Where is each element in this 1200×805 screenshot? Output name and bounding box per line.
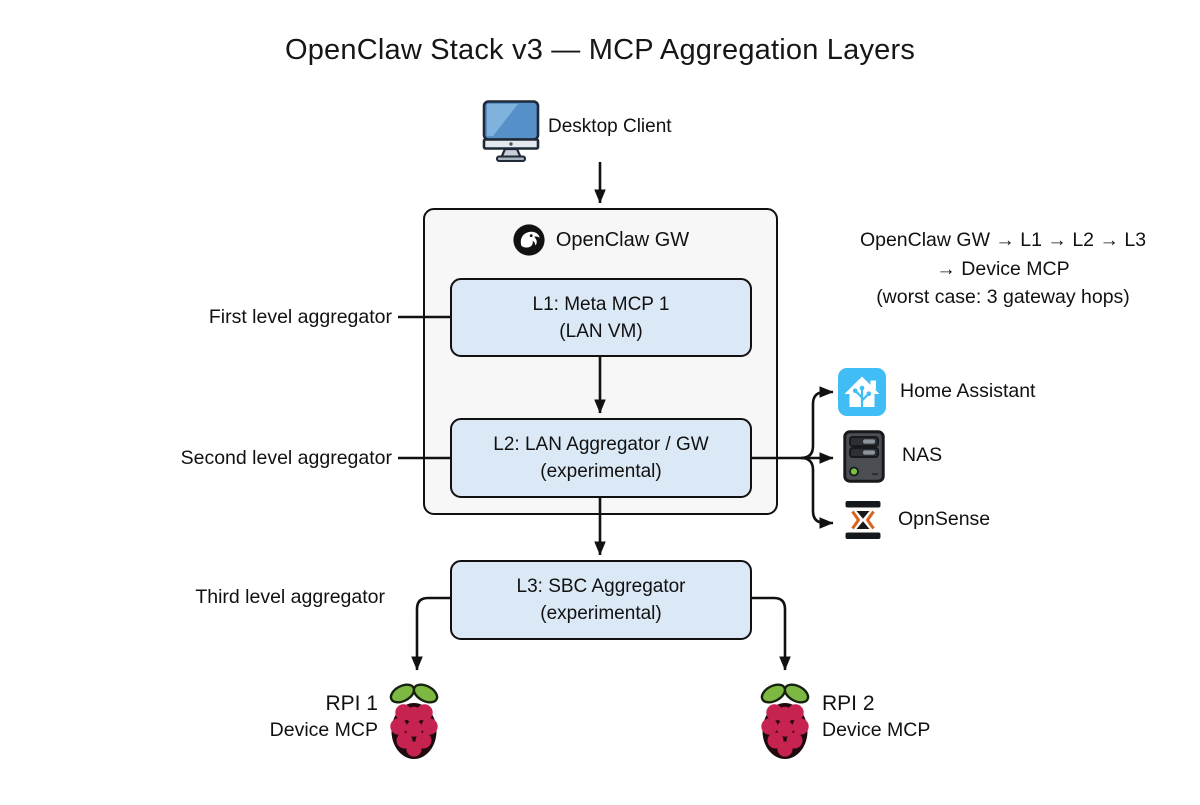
l3-line2: (experimental) xyxy=(540,603,662,624)
desktop-monitor-icon xyxy=(481,99,541,162)
first-level-aggregator-label: First level aggregator xyxy=(208,306,392,328)
hop-annotation-line2: → Device MCP xyxy=(936,257,1070,280)
rpi2-name: RPI 2 xyxy=(822,692,875,715)
hop-annotation: OpenClaw GW → L1 → L2 → L3 → Device MCP … xyxy=(826,226,1180,312)
rpi2-sub: Device MCP xyxy=(822,719,931,741)
l1-line1: L1: Meta MCP 1 xyxy=(532,293,670,315)
l2-line2: (experimental) xyxy=(540,461,662,482)
openclaw-gateway-header: OpenClaw GW xyxy=(423,222,778,258)
page-title: OpenClaw Stack v3 — MCP Aggregation Laye… xyxy=(284,34,916,66)
hop-annotation-line3: (worst case: 3 gateway hops) xyxy=(876,286,1130,308)
opnsense-label: OpnSense xyxy=(898,508,991,530)
desktop-client-label: Desktop Client xyxy=(548,116,672,137)
l3-line1: L3: SBC Aggregator xyxy=(516,576,686,597)
third-level-aggregator-label: Third level aggregator xyxy=(195,586,385,608)
openclaw-gateway-label: OpenClaw GW xyxy=(555,228,690,251)
raspberry-pi-icon xyxy=(756,681,814,761)
l1-line2: (LAN VM) xyxy=(559,320,643,342)
rpi2-text: RPI 2 Device MCP xyxy=(822,690,930,744)
l2-line1: L2: LAN Aggregator / GW xyxy=(493,434,709,455)
raspberry-pi-icon xyxy=(385,681,443,761)
openclaw-logo-icon xyxy=(512,223,546,257)
l1-meta-mcp-box: L1: Meta MCP 1 (LAN VM) xyxy=(450,278,752,357)
rpi1-name: RPI 1 xyxy=(325,692,378,715)
hop-annotation-line1: OpenClaw GW → L1 → L2 → L3 xyxy=(859,229,1147,251)
home-assistant-icon xyxy=(838,368,886,416)
opnsense-icon xyxy=(840,497,886,543)
l3-sbc-aggregator-box: L3: SBC Aggregator (experimental) xyxy=(450,560,752,640)
rpi1-text: RPI 1 Device MCP xyxy=(270,690,378,744)
rpi1-sub: Device MCP xyxy=(269,719,378,741)
nas-label: NAS xyxy=(902,444,943,466)
home-assistant-label: Home Assistant xyxy=(900,380,1036,402)
l2-lan-aggregator-box: L2: LAN Aggregator / GW (experimental) xyxy=(450,418,752,498)
second-level-aggregator-label: Second level aggregator xyxy=(180,447,392,469)
nas-server-icon xyxy=(843,430,885,483)
